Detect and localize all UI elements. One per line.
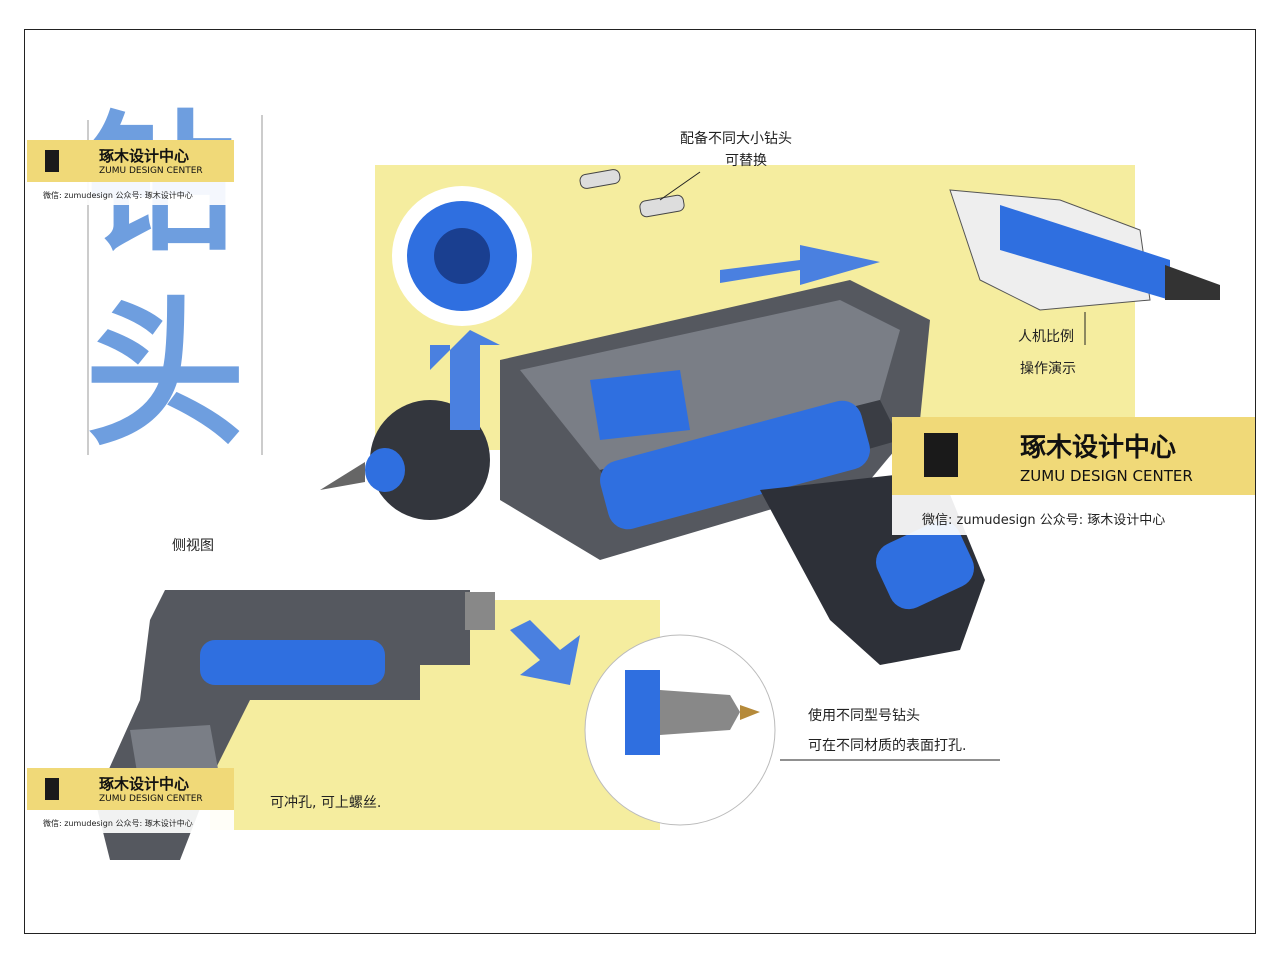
zumu-logo-icon	[45, 150, 59, 172]
watermark-badge-top-left: 琢木设计中心 ZUMU DESIGN CENTER 微信: zumudesign…	[27, 140, 234, 205]
zumu-logo-icon	[45, 778, 59, 800]
note-bits-replace: 可替换	[725, 153, 767, 169]
note-functions: 可冲孔, 可上螺丝.	[270, 795, 382, 811]
note-demo: 操作演示	[1020, 361, 1076, 377]
note-bits: 配备不同大小钻头	[680, 131, 792, 147]
bit-small-1	[579, 169, 621, 189]
arrow-icon	[510, 620, 580, 685]
note-drill-material: 使用不同型号钻头	[808, 708, 920, 724]
watermark-badge-bottom-left: 琢木设计中心 ZUMU DESIGN CENTER 微信: zumudesign…	[27, 768, 234, 833]
main-drill-illustration	[320, 245, 985, 665]
watermark-contact: 微信: zumudesign 公众号: 琢木设计中心	[43, 191, 193, 200]
watermark-english: ZUMU DESIGN CENTER	[99, 794, 203, 804]
watermark-name: 琢木设计中心	[99, 775, 190, 793]
note-side-view: 侧视图	[172, 538, 214, 554]
watermark-name: 琢木设计中心	[1020, 433, 1177, 463]
watermark-badge-right: 琢木设计中心 ZUMU DESIGN CENTER 微信: zumudesign…	[892, 417, 1255, 535]
watermark-contact: 微信: zumudesign 公众号: 琢木设计中心	[43, 819, 193, 828]
watermark-contact: 微信: zumudesign 公众号: 琢木设计中心	[922, 513, 1166, 528]
note-drill-surface: 可在不同材质的表面打孔.	[808, 738, 967, 754]
zumu-logo-icon	[924, 433, 958, 477]
watermark-english: ZUMU DESIGN CENTER	[1020, 467, 1193, 485]
watermark-english: ZUMU DESIGN CENTER	[99, 166, 203, 176]
detail-zoom-illustration	[584, 634, 776, 826]
title-char-head: 头	[85, 281, 246, 468]
sheet-frame	[24, 29, 1256, 934]
note-ergonomics: 人机比例	[1018, 329, 1074, 345]
bit-small-2	[639, 194, 685, 218]
bit-cluster-illustration	[392, 186, 532, 326]
hand-ergonomics-illustration	[949, 189, 1220, 311]
watermark-name: 琢木设计中心	[99, 147, 190, 165]
